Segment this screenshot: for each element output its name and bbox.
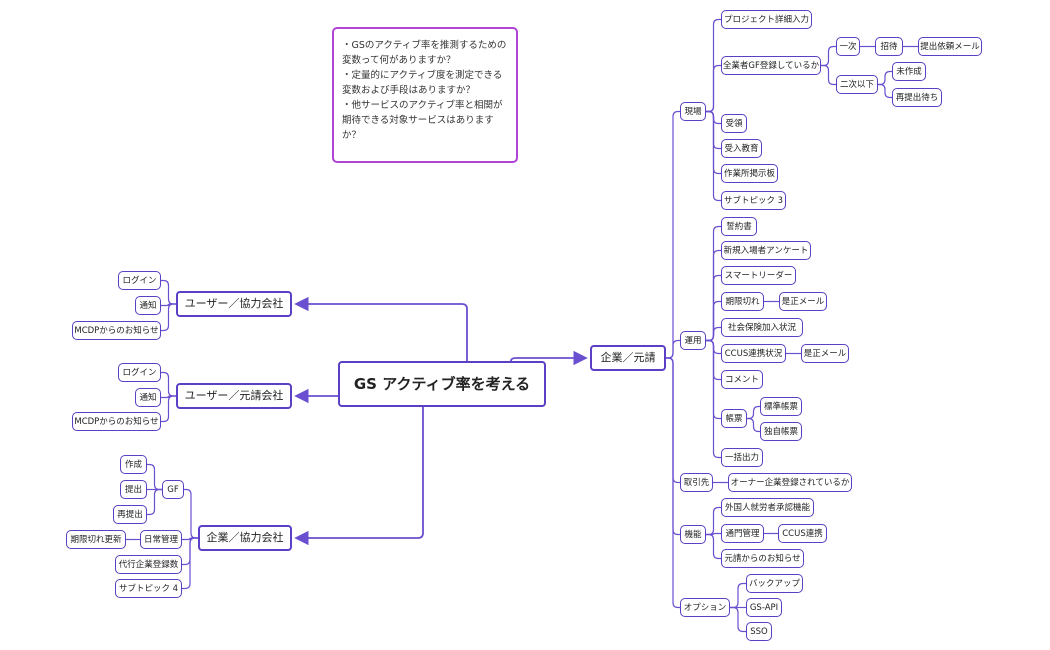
node-foreign-worker-approval[interactable]: 外国人就労者承認機能 bbox=[721, 498, 814, 517]
link-km-n-opt bbox=[666, 357, 680, 609]
node-gs-api[interactable]: GS-API bbox=[746, 598, 782, 617]
node-project-detail[interactable]: プロジェクト詳細入力 bbox=[721, 10, 812, 29]
node-mcdp-motouke[interactable]: MCDPからのお知らせ bbox=[72, 412, 161, 431]
node-gf-create[interactable]: 作成 bbox=[120, 455, 147, 474]
link-u8-n-u8b bbox=[747, 417, 760, 433]
topic-kigyo-motouke[interactable]: 企業／元請 bbox=[590, 345, 666, 371]
node-smart-reader[interactable]: スマートリーダー bbox=[721, 266, 796, 285]
link-um-n-um2 bbox=[161, 395, 176, 399]
node-functions[interactable]: 機能 bbox=[680, 525, 706, 544]
node-mcdp-kyoryoku[interactable]: MCDPからのお知らせ bbox=[72, 321, 161, 340]
node-notice-from-motouke[interactable]: 元請からのお知らせ bbox=[721, 549, 804, 568]
node-bulk-output[interactable]: 一括出力 bbox=[721, 448, 763, 467]
node-forms[interactable]: 帳票 bbox=[721, 409, 747, 428]
node-niji-ika[interactable]: 二次以下 bbox=[836, 75, 878, 94]
link-genba-n-g6 bbox=[706, 110, 721, 202]
node-invite[interactable]: 招待 bbox=[875, 37, 903, 56]
link-unyo-n-u9 bbox=[706, 339, 721, 459]
node-options[interactable]: オプション bbox=[680, 598, 730, 617]
link-gf-n-gf1 bbox=[147, 463, 162, 491]
question-note[interactable]: ・GSのアクティブ率を推測するための変数って何がありますか？ ・定量的にアクティ… bbox=[332, 27, 518, 163]
node-standard-forms[interactable]: 標準帳票 bbox=[760, 397, 802, 416]
link-kk-n-gf bbox=[184, 488, 198, 539]
node-backup[interactable]: バックアップ bbox=[746, 574, 803, 593]
node-submit-request-mail[interactable]: 提出依頼メール bbox=[918, 37, 982, 56]
node-social-insurance[interactable]: 社会保険加入状況 bbox=[721, 318, 803, 337]
link-niji-n-niji1 bbox=[878, 70, 892, 86]
topic-kigyo-kyoryoku[interactable]: 企業／協力会社 bbox=[198, 525, 292, 551]
node-ccus-link[interactable]: CCUS連携 bbox=[778, 524, 827, 543]
link-unyo-n-u5 bbox=[706, 326, 721, 342]
node-expired[interactable]: 期限切れ bbox=[721, 292, 764, 311]
node-owner-registered[interactable]: オーナー企業登録されているか bbox=[728, 473, 852, 492]
topic-user-kyoryoku[interactable]: ユーザー／協力会社 bbox=[176, 291, 292, 317]
link-kk-n-nk bbox=[182, 537, 198, 541]
link-um-n-um3 bbox=[161, 395, 176, 423]
link-genba-n-g2 bbox=[706, 64, 721, 113]
node-all-gf-registered[interactable]: 全業者GF登録しているか bbox=[721, 56, 821, 75]
node-new-entrant-survey[interactable]: 新規入場者アンケート bbox=[721, 241, 811, 260]
node-operation[interactable]: 運用 bbox=[680, 331, 706, 350]
node-pledge[interactable]: 誓約書 bbox=[721, 217, 757, 236]
node-gf[interactable]: GF bbox=[162, 480, 184, 499]
node-gf-resubmit[interactable]: 再提出 bbox=[113, 505, 147, 524]
node-login-motouke[interactable]: ログイン bbox=[118, 363, 161, 382]
link-g2-n-niji bbox=[821, 64, 836, 86]
link-um-n-um1 bbox=[161, 371, 176, 397]
link-kino-n-k1 bbox=[706, 506, 721, 536]
link-g2-n-ichi bbox=[821, 45, 836, 67]
link-central-kk bbox=[294, 407, 424, 546]
node-expired-renewal[interactable]: 期限切れ更新 bbox=[66, 530, 126, 549]
link-uk-n-uk2 bbox=[161, 303, 176, 307]
node-correction-mail-2[interactable]: 是正メール bbox=[801, 344, 849, 363]
node-genba[interactable]: 現場 bbox=[680, 102, 706, 121]
node-custom-forms[interactable]: 独自帳票 bbox=[760, 422, 802, 441]
node-comment[interactable]: コメント bbox=[721, 370, 763, 389]
link-opt-n-o3 bbox=[730, 606, 746, 633]
node-awaiting-resubmit[interactable]: 再提出待ち bbox=[892, 88, 942, 107]
node-gf-submit[interactable]: 提出 bbox=[120, 480, 147, 499]
note-line-1: ・GSのアクティブ率を推測するための変数って何がありますか？ bbox=[342, 40, 507, 66]
link-uk-n-uk1 bbox=[161, 279, 176, 305]
node-subtopic-4[interactable]: サブトピック 4 bbox=[115, 579, 182, 598]
node-gate-management[interactable]: 通門管理 bbox=[721, 524, 764, 543]
link-kino-n-k3 bbox=[706, 533, 721, 560]
link-uk-n-uk3 bbox=[161, 303, 176, 332]
node-subtopic-3[interactable]: サブトピック 3 bbox=[721, 191, 786, 210]
link-central-uk bbox=[294, 296, 468, 361]
topic-user-motouke[interactable]: ユーザー／元請会社 bbox=[176, 383, 292, 409]
node-entry-education[interactable]: 受入教育 bbox=[721, 139, 762, 158]
node-notify-motouke[interactable]: 通知 bbox=[135, 388, 161, 407]
node-daily-management[interactable]: 日常管理 bbox=[140, 530, 182, 549]
link-u8-n-u8a bbox=[747, 405, 760, 420]
link-opt-n-o1 bbox=[730, 582, 746, 609]
link-kino-n-k2 bbox=[706, 532, 721, 536]
node-business-partner[interactable]: 取引先 bbox=[680, 473, 713, 492]
node-ichiji[interactable]: 一次 bbox=[836, 37, 860, 56]
node-sso[interactable]: SSO bbox=[746, 622, 772, 641]
node-proxy-registration-count[interactable]: 代行企業登録数 bbox=[115, 555, 182, 574]
node-site-bulletin[interactable]: 作業所掲示板 bbox=[721, 164, 778, 183]
node-notify-kyoryoku[interactable]: 通知 bbox=[135, 296, 161, 315]
node-ccus-status[interactable]: CCUS連携状況 bbox=[721, 344, 786, 363]
link-kk-n-kk4 bbox=[182, 537, 198, 590]
note-line-3: ・他サービスのアクティブ率と相関が期待できる対象サービスはありますか？ bbox=[342, 100, 503, 141]
link-km-n-genba bbox=[666, 110, 680, 359]
link-km-n-unyo bbox=[666, 339, 680, 359]
central-topic[interactable]: GS アクティブ率を考える bbox=[338, 361, 546, 407]
node-login-kyoryoku[interactable]: ログイン bbox=[118, 271, 161, 290]
note-line-2: ・定量的にアクティブ度を測定できる変数および手段はありますか？ bbox=[342, 70, 503, 96]
link-niji-n-niji2 bbox=[878, 83, 892, 99]
link-central-km bbox=[510, 350, 588, 366]
node-correction-mail-1[interactable]: 是正メール bbox=[779, 292, 827, 311]
link-gf-n-gf3 bbox=[147, 488, 162, 516]
node-receipt[interactable]: 受領 bbox=[721, 114, 747, 133]
node-not-created[interactable]: 未作成 bbox=[892, 62, 926, 81]
